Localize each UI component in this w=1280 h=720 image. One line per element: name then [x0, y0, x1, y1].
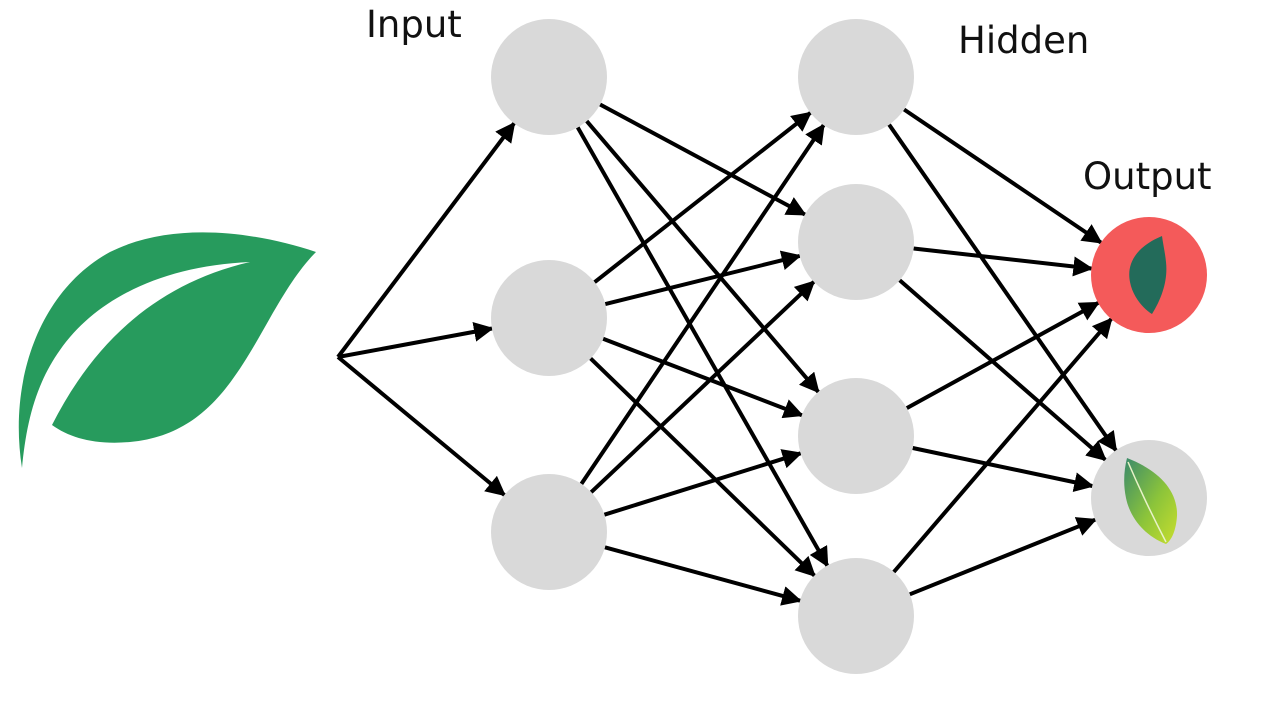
output-node-healthy: [1091, 440, 1207, 556]
edge-h3-o2: [912, 446, 1095, 493]
edge-i3-h1: [579, 123, 826, 486]
green-leaf-icon: [18, 232, 317, 468]
connection-lines: [336, 102, 1118, 606]
edge-h4-o2: [909, 517, 1098, 597]
edge-i2-h3: [602, 336, 804, 419]
edge-i2-h1: [593, 111, 812, 284]
diseased-leaf-icon: [1129, 236, 1167, 314]
hidden-node-2: [798, 184, 914, 300]
healthy-leaf-icon: [1124, 458, 1178, 544]
edge-i2-h2: [604, 250, 802, 307]
input-node-1: [491, 19, 607, 135]
input-node-2: [491, 260, 607, 376]
edge-i3-h4: [604, 545, 803, 606]
input-layer-label: Input: [366, 3, 462, 46]
edge-h3-o1: [905, 301, 1100, 410]
edge-h2-o1: [913, 246, 1094, 277]
edge-i1-h2: [599, 102, 807, 217]
edge-i2-h4: [589, 356, 816, 578]
edge-i3-h2: [589, 280, 816, 494]
hidden-node-4: [798, 558, 914, 674]
edge-h1-o1: [902, 107, 1103, 245]
edge-i3-h3: [603, 449, 803, 517]
input-node-3: [491, 474, 607, 590]
edge-src-i1: [336, 121, 516, 359]
output-node-diseased: [1091, 217, 1207, 333]
hidden-layer-label: Hidden: [958, 19, 1090, 62]
hidden-node-3: [798, 378, 914, 494]
edge-i1-h3: [585, 119, 820, 394]
edge-h1-o2: [887, 123, 1118, 453]
edge-src-i2: [337, 321, 494, 359]
edge-h4-o1: [892, 317, 1113, 574]
hidden-node-1: [798, 19, 914, 135]
edge-i1-h4: [575, 126, 830, 568]
output-layer-label: Output: [1083, 155, 1212, 198]
edge-src-i3: [336, 355, 506, 497]
edge-h2-o2: [898, 278, 1107, 462]
